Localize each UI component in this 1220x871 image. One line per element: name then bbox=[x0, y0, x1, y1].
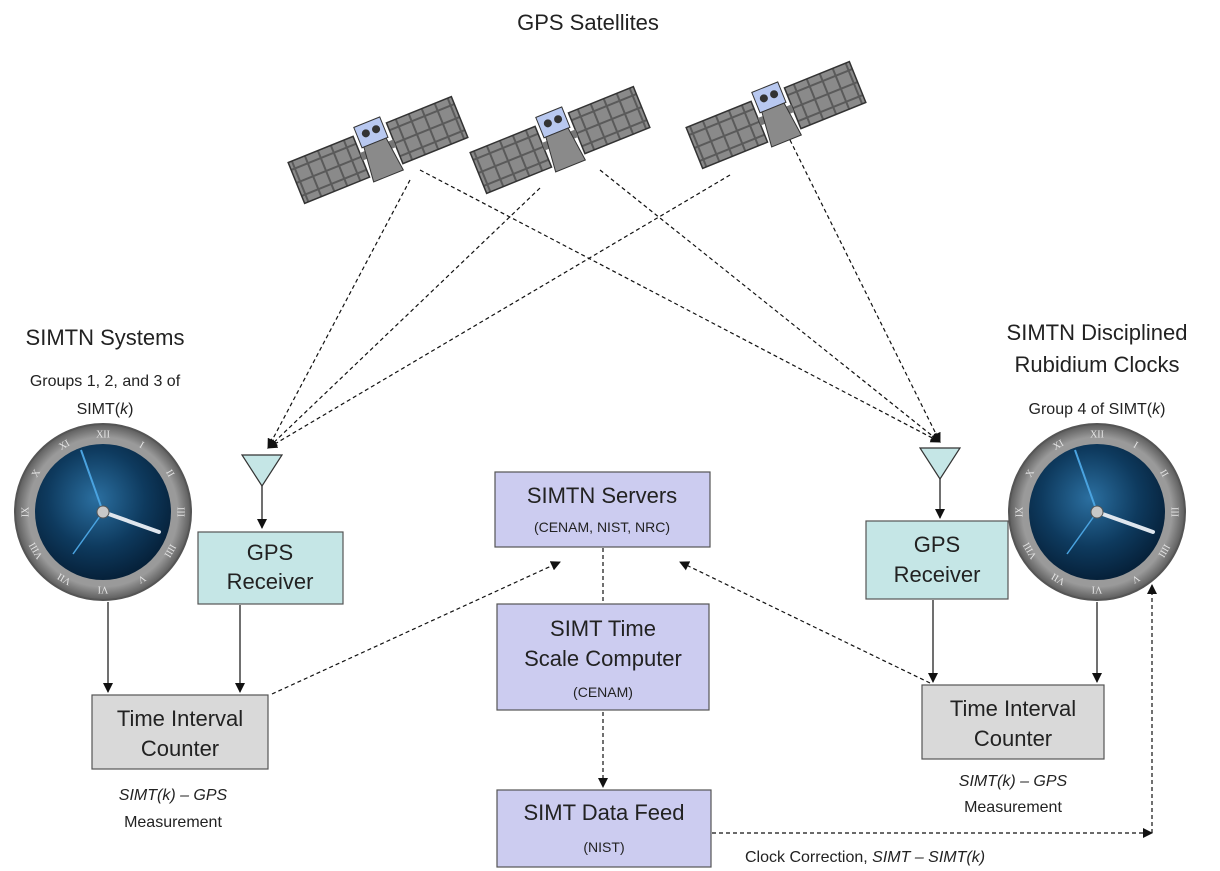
clock-numeral: I bbox=[1131, 440, 1139, 451]
svg-text:SIMTN Servers: SIMTN Servers bbox=[527, 483, 677, 508]
clock-numeral: II bbox=[163, 468, 176, 479]
left-measurement-line1: SIMT(k) – GPS bbox=[119, 787, 228, 804]
satellite-icon bbox=[685, 60, 867, 170]
gps-receiver-left: GPS Receiver bbox=[197, 531, 344, 605]
clock-correction-label: Clock Correction, SIMT – SIMT(k) bbox=[745, 849, 985, 866]
antenna-icon bbox=[918, 447, 962, 481]
data-feed-box: SIMT Data Feed (NIST) bbox=[496, 789, 712, 868]
data-links bbox=[271, 548, 1157, 838]
clock-numeral: IX bbox=[21, 506, 32, 517]
svg-text:Counter: Counter bbox=[141, 736, 219, 761]
clock-numeral: XII bbox=[96, 430, 110, 441]
svg-text:GPS: GPS bbox=[247, 540, 293, 565]
svg-text:(CENAM, NIST, NRC): (CENAM, NIST, NRC) bbox=[534, 519, 670, 535]
clock-numeral: II bbox=[1157, 468, 1170, 479]
clock-numeral: IX bbox=[1015, 506, 1026, 517]
clock-numeral: XI bbox=[57, 438, 72, 453]
simtn-servers-box: SIMTN Servers (CENAM, NIST, NRC) bbox=[494, 471, 711, 548]
right-measurement-line2: Measurement bbox=[964, 799, 1062, 816]
satellite-icon bbox=[469, 85, 651, 195]
clock-numeral: III bbox=[1169, 507, 1180, 517]
svg-text:Time Interval: Time Interval bbox=[117, 706, 243, 731]
left-subtitle-line1: Groups 1, 2, and 3 of bbox=[30, 373, 181, 390]
right-subtitle: Group 4 of SIMT(k) bbox=[1029, 401, 1166, 418]
svg-text:SIMT Data Feed: SIMT Data Feed bbox=[524, 800, 685, 825]
satellites-title: GPS Satellites bbox=[517, 10, 659, 35]
svg-text:Time Interval: Time Interval bbox=[950, 696, 1076, 721]
satellite-icon bbox=[287, 95, 469, 205]
time-scale-computer-box: SIMT Time Scale Computer (CENAM) bbox=[496, 603, 710, 711]
left-title: SIMTN Systems bbox=[26, 325, 185, 350]
clock-numeral: XI bbox=[1051, 438, 1066, 453]
svg-text:SIMT Time: SIMT Time bbox=[550, 616, 656, 641]
left-subtitle-line2: SIMT(k) bbox=[77, 401, 134, 418]
svg-text:(CENAM): (CENAM) bbox=[573, 684, 633, 700]
clock-numeral: XII bbox=[1090, 430, 1104, 441]
clock-numeral: VI bbox=[98, 584, 109, 595]
svg-text:(NIST): (NIST) bbox=[583, 839, 624, 855]
svg-text:GPS: GPS bbox=[914, 532, 960, 557]
clock-numeral: III bbox=[175, 507, 186, 517]
gps-receiver-right: GPS Receiver bbox=[865, 520, 1009, 600]
svg-text:Scale Computer: Scale Computer bbox=[524, 646, 682, 671]
svg-text:Counter: Counter bbox=[974, 726, 1052, 751]
antenna-icon bbox=[240, 454, 284, 488]
clock-numeral: VI bbox=[1092, 584, 1103, 595]
satellite-signal-lines bbox=[267, 139, 941, 449]
time-interval-counter-right: Time Interval Counter bbox=[921, 684, 1105, 760]
clock-numeral: I bbox=[137, 440, 145, 451]
svg-text:Receiver: Receiver bbox=[227, 569, 314, 594]
right-title-line2: Rubidium Clocks bbox=[1014, 352, 1179, 377]
right-measurement-line1: SIMT(k) – GPS bbox=[959, 773, 1068, 790]
time-interval-counter-left: Time Interval Counter bbox=[91, 694, 269, 770]
right-title-line1: SIMTN Disciplined bbox=[1007, 320, 1188, 345]
left-measurement-line2: Measurement bbox=[124, 814, 222, 831]
svg-text:Receiver: Receiver bbox=[894, 562, 981, 587]
